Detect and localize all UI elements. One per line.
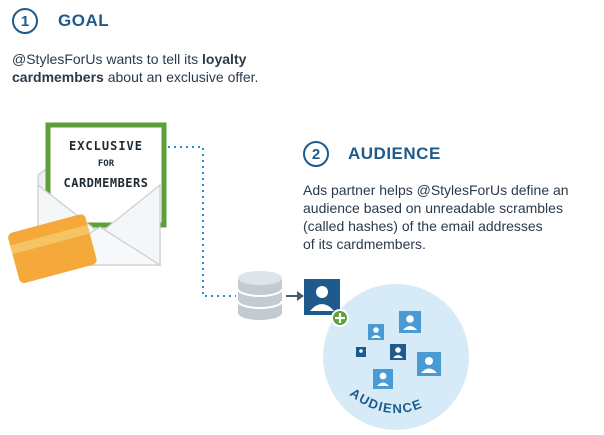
card-line-3: CARDMEMBERS [63, 176, 149, 190]
audience-member-1 [368, 324, 384, 340]
credit-card-icon [8, 214, 97, 284]
step-1-badge: 1 [12, 8, 38, 34]
database-icon [237, 271, 283, 320]
user-icon [304, 279, 340, 315]
step-1-number: 1 [20, 12, 30, 30]
audience-member-4 [390, 344, 406, 360]
step-2-number: 2 [311, 145, 321, 163]
audience-member-3 [356, 347, 366, 357]
arrow-right-icon [286, 291, 304, 301]
audience-description: Ads partner helps @StylesForUs define an… [303, 182, 569, 252]
goal-title: GOAL [58, 11, 110, 30]
step-2-badge: 2 [303, 141, 329, 167]
audience-member-2 [399, 311, 421, 333]
goal-description: @StylesForUs wants to tell its loyalty c… [12, 51, 259, 85]
audience-member-5 [417, 352, 441, 376]
card-line-1: EXCLUSIVE [68, 139, 144, 153]
card-line-2: FOR [97, 159, 115, 169]
audience-member-6 [373, 369, 393, 389]
plus-icon [331, 309, 349, 327]
audience-title: AUDIENCE [348, 144, 441, 163]
envelope-illustration [8, 122, 167, 284]
